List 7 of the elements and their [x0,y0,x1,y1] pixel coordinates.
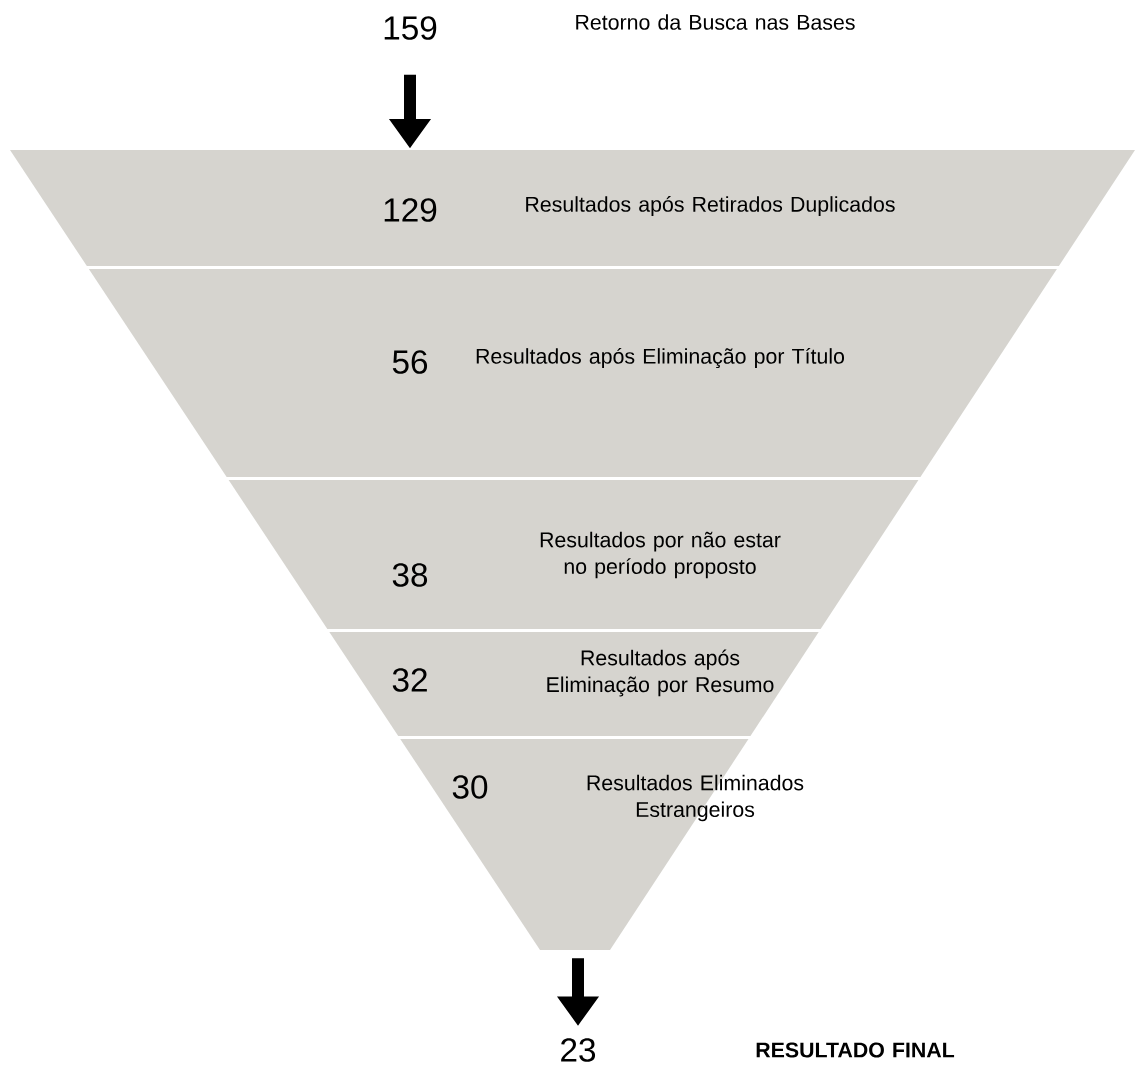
funnel-band: 38 Resultados por não estar no período proposto [228,480,919,629]
funnel-band: 32 Resultados após Eliminação por Resumo [329,632,819,736]
funnel-band: 30 Resultados Eliminados Estrangeiros [400,739,804,950]
funnel-band: 129 Resultados após Retirados Duplicados [10,150,1135,266]
count-label: 23 RESULTADO FINAL [561,1038,955,1062]
funnel-band: 56 Resultados após Eliminação por Título [88,269,1057,477]
count-label: 159 Retorno da Busca nas Bases [384,14,855,40]
